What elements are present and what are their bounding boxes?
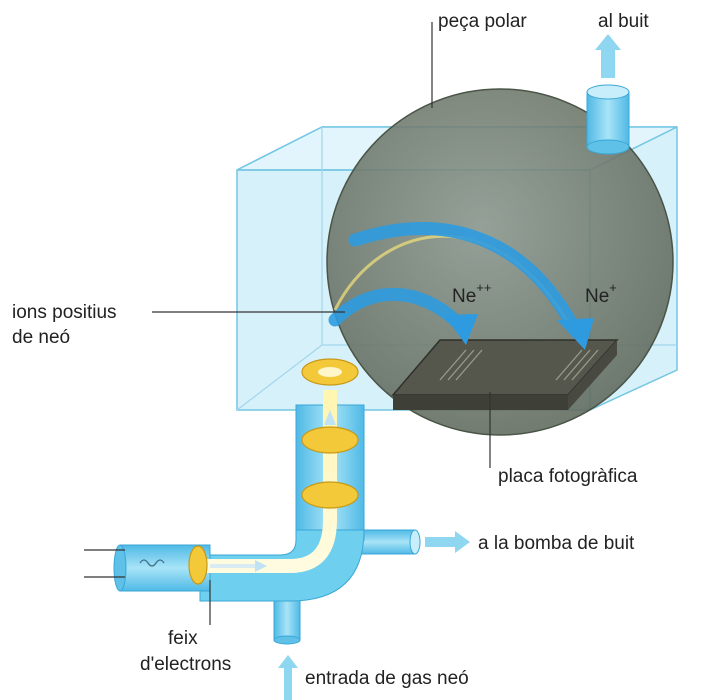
label-ne-double-plus: Ne++ <box>452 280 491 307</box>
label-electron-beam-line1: feix <box>168 628 198 649</box>
ion-up-arrow <box>324 410 336 425</box>
ion-path-ne-plus-arrowhead <box>557 318 594 350</box>
label-to-vacuum-pump: a la bomba de buit <box>478 533 635 554</box>
label-neon-gas-inlet: entrada de gas neó <box>305 668 469 689</box>
label-ne-plus-charge: + <box>609 280 617 295</box>
label-ne-plus: Ne+ <box>585 280 617 307</box>
ion-path-ne-double-plus <box>328 287 467 332</box>
label-positive-ions-line1: ions positius <box>12 302 117 323</box>
electron-tube-assembly <box>84 404 421 645</box>
gas-inlet-arrow <box>278 655 298 700</box>
label-positive-ions-line2: de neó <box>12 327 70 348</box>
photographic-plate <box>391 339 619 410</box>
label-ne-plus-base: Ne <box>585 286 609 307</box>
label-electron-beam-line2: d'electrons <box>140 654 231 675</box>
vacuum-outlet-arrow <box>595 34 621 78</box>
ion-path-ne-plus-arrow <box>348 222 582 337</box>
label-ne-double-plus-charge: ++ <box>476 280 491 295</box>
electron-beam-arrowhead <box>255 560 267 572</box>
label-ne-double-plus-base: Ne <box>452 286 476 307</box>
label-photo-plate: placa fotogràfica <box>498 466 638 487</box>
label-to-vacuum: al buit <box>598 11 649 32</box>
vacuum-pump-arrow <box>425 531 470 553</box>
electrode-discs <box>188 358 359 585</box>
electron-beam <box>200 390 337 573</box>
ion-path-ne-double-plus-arrowhead <box>444 314 478 345</box>
label-pole-piece: peça polar <box>438 11 527 32</box>
vacuum-outlet-cylinder <box>586 84 630 155</box>
